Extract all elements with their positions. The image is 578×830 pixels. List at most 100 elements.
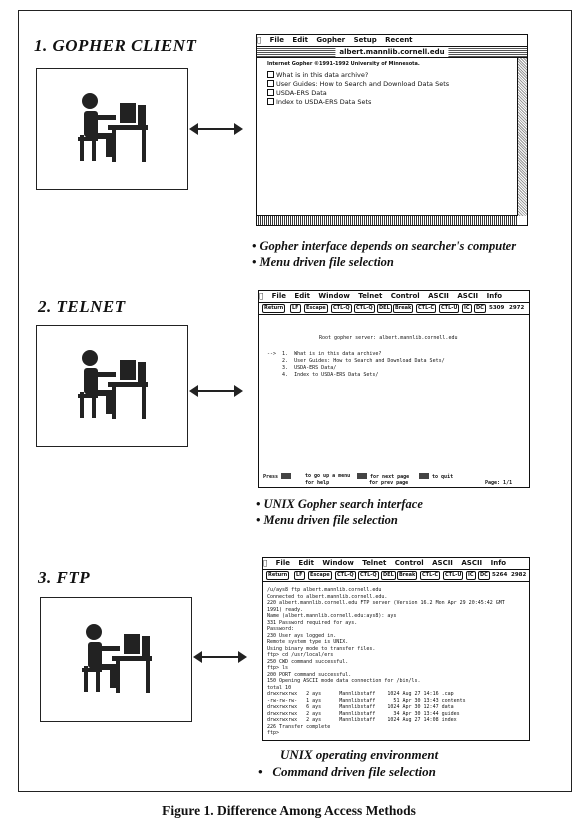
figure-caption: Figure 1. Difference Among Access Method… — [162, 803, 416, 818]
terminal-line: drwxrwxrwx 2 ays Mannlibstaff 1024 Aug 2… — [267, 717, 457, 723]
list-item[interactable]: What is in this data archive? — [267, 71, 368, 79]
document-icon — [267, 71, 274, 78]
menu-ascii-2[interactable]: ASCII — [450, 292, 478, 300]
menu-window[interactable]: Window — [315, 559, 353, 567]
gopher-copyright: Internet Gopher ©1991-1992 University of… — [267, 61, 420, 67]
person-computer-icon — [78, 350, 148, 419]
gopher-titlebar[interactable]: albert.mannlib.cornell.edu — [257, 47, 527, 58]
dc-button[interactable]: DC — [474, 304, 486, 313]
menu-line[interactable]: 2. User Guides: How to Search and Downlo… — [267, 358, 445, 364]
terminal-line: drwxrwxrwx 2 ays Mannlibstaff 1024 Aug 2… — [267, 691, 454, 697]
dc-button[interactable]: DC — [478, 571, 490, 580]
break-button[interactable]: Break — [397, 571, 418, 580]
del-button[interactable]: DEL — [377, 304, 392, 313]
terminal-line: drwxrwxrwx 6 ays Mannlibstaff 1024 Apr 3… — [267, 704, 454, 710]
lf-button[interactable]: LF — [290, 304, 301, 313]
apple-icon[interactable]:  — [257, 36, 261, 44]
counter-2: 2972 — [509, 305, 525, 311]
terminal-line: drwxrwxrwx 2 ays Mannlibstaff 34 Apr 30 … — [267, 710, 460, 717]
menu-edit[interactable]: Edit — [285, 36, 308, 44]
counter-1: 5264 — [492, 572, 508, 578]
counter-2: 2982 — [511, 572, 527, 578]
menu-edit[interactable]: Edit — [287, 292, 310, 300]
apple-icon[interactable]:  — [263, 559, 267, 567]
terminal-line: 220 albert.mannlib.cornell.edu FTP serve… — [267, 600, 505, 606]
menu-setup[interactable]: Setup — [346, 36, 377, 44]
menu-info[interactable]: Info — [483, 559, 506, 567]
list-item[interactable]: Index to USDA-ERS Data Sets — [267, 98, 371, 106]
menu-ascii[interactable]: ASCII — [425, 559, 453, 567]
menu-gopher[interactable]: Gopher — [309, 36, 345, 44]
double-arrow-icon — [193, 651, 247, 663]
menu-control[interactable]: Control — [388, 559, 424, 567]
folder-icon — [267, 98, 274, 105]
escape-button[interactable]: Escape — [308, 571, 332, 580]
menu-control[interactable]: Control — [384, 292, 420, 300]
ctl-u-button[interactable]: CTL-U — [443, 571, 464, 580]
terminal-line: 200 PORT command successful. — [267, 671, 352, 678]
menu-line[interactable]: 4. Index to USDA-ERS Data Sets/ — [267, 372, 379, 378]
key-block — [357, 473, 367, 479]
terminal-line: Password: — [267, 626, 295, 632]
del-button[interactable]: DEL — [381, 571, 396, 580]
menu-line[interactable]: 3. USDA-ERS Data/ — [267, 365, 337, 371]
menu-file[interactable]: File — [265, 292, 286, 300]
terminal-line: /u/ays8 ftp albert.mannlib.cornell.edu — [267, 587, 382, 593]
terminal-line: Using binary mode to transfer files. — [267, 645, 376, 652]
ic-button[interactable]: IC — [462, 304, 472, 313]
break-button[interactable]: Break — [393, 304, 414, 313]
menu-telnet[interactable]: Telnet — [351, 292, 382, 300]
menu-ascii-2[interactable]: ASCII — [454, 559, 482, 567]
list-item[interactable]: User Guides: How to Search and Download … — [267, 80, 449, 88]
menu-edit[interactable]: Edit — [291, 559, 314, 567]
return-button[interactable]: Return — [262, 304, 286, 313]
ctl-q-button[interactable]: CTL-Q — [331, 304, 352, 313]
footer-prev: for prev page — [369, 480, 409, 486]
telnet-window:  File Edit Window Telnet Control ASCII … — [258, 290, 530, 488]
ic-button[interactable]: IC — [466, 571, 476, 580]
key-block — [281, 473, 292, 479]
key-block — [419, 473, 429, 479]
ctl-q-button-2[interactable]: CTL-Q — [354, 304, 375, 313]
ctl-u-button[interactable]: CTL-U — [439, 304, 460, 313]
section-title-gopher: 1. GOPHER CLIENT — [34, 36, 197, 55]
footer-go-up: to go up a menu — [305, 473, 351, 479]
folder-icon — [267, 80, 274, 87]
apple-icon[interactable]:  — [259, 292, 263, 300]
user-at-computer-box — [36, 325, 188, 447]
menu-info[interactable]: Info — [479, 292, 502, 300]
terminal-line: Connected to albert.mannlib.cornell.edu. — [267, 593, 388, 600]
menu-ascii[interactable]: ASCII — [421, 292, 449, 300]
person-computer-icon — [78, 93, 148, 162]
ctl-q-button-2[interactable]: CTL-Q — [358, 571, 379, 580]
menu-recent[interactable]: Recent — [378, 36, 412, 44]
escape-button[interactable]: Escape — [304, 304, 328, 313]
list-item[interactable]: USDA-ERS Data — [267, 89, 327, 97]
footer-help: for help — [305, 480, 330, 486]
vertical-scrollbar[interactable] — [517, 58, 527, 216]
menu-telnet[interactable]: Telnet — [355, 559, 386, 567]
gopher-client-window:  File Edit Gopher Setup Recent albert.m… — [256, 34, 528, 226]
ctl-q-button[interactable]: CTL-Q — [335, 571, 356, 580]
footer-page: Page: 1/1 — [485, 480, 513, 486]
telnet-toolbar: Return LF Escape CTL-Q CTL-Q DEL Break C… — [259, 303, 529, 315]
return-button[interactable]: Return — [266, 571, 290, 580]
ctl-c-button[interactable]: CTL-C — [420, 571, 441, 580]
window-title: albert.mannlib.cornell.edu — [335, 47, 449, 57]
menu-window[interactable]: Window — [311, 292, 349, 300]
terminal-line: 1991) ready. — [267, 606, 304, 613]
telnet-footer-press: Press — [263, 473, 292, 480]
terminal-line: 150 Opening ASCII mode data connection f… — [267, 678, 421, 684]
gopher-bullets: • Gopher interface depends on searcher's… — [252, 239, 517, 269]
ftp-window:  File Edit Window Telnet Control ASCII … — [262, 557, 530, 741]
terminal-line: total 10 — [267, 684, 292, 691]
ctl-c-button[interactable]: CTL-C — [416, 304, 437, 313]
menu-file[interactable]: File — [269, 559, 290, 567]
counter-1: 5309 — [489, 305, 505, 311]
double-arrow-icon — [189, 123, 243, 135]
horizontal-scrollbar[interactable] — [257, 215, 518, 225]
lf-button[interactable]: LF — [294, 571, 305, 580]
menu-line[interactable]: --> 1. What is in this data archive? — [267, 351, 382, 357]
folder-icon — [267, 89, 274, 96]
menu-file[interactable]: File — [263, 36, 284, 44]
